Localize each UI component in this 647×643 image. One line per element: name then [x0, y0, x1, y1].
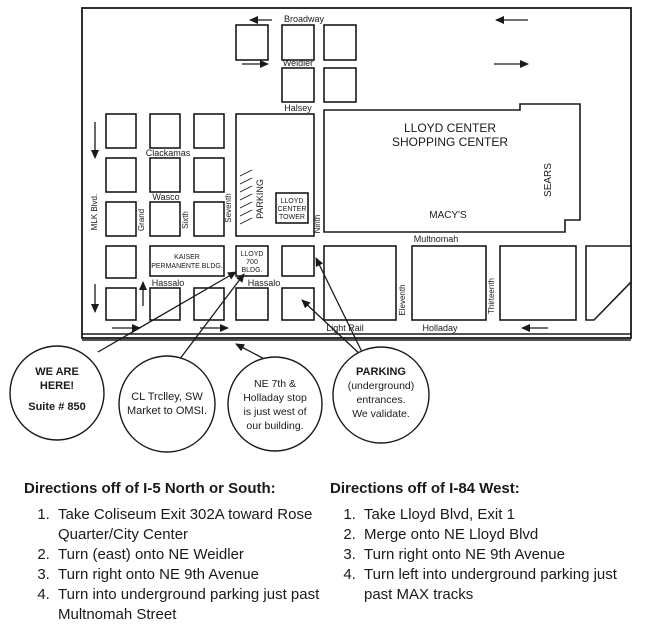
block	[281, 245, 315, 277]
lloyd-district-map: LLOYD CENTER SHOPPING CENTER SEARS MACY'…	[9, 7, 632, 453]
kaiser-permanente-bldg	[149, 245, 225, 277]
block	[193, 287, 225, 321]
block	[411, 245, 487, 321]
callout-parking: PARKING (underground) entrances. We vali…	[332, 346, 430, 444]
list-item: Turn right onto NE 9th Avenue	[54, 565, 334, 585]
lloyd-center-label-line2: SHOPPING CENTER	[392, 135, 508, 149]
directions-i84-title: Directions off of I-84 West:	[330, 480, 520, 497]
lloyd-center-tower	[275, 192, 309, 224]
list-item: Merge onto NE Lloyd Blvd	[360, 525, 640, 545]
street-halsey: Halsey	[284, 103, 312, 113]
macys-label: MACY'S	[429, 210, 467, 221]
block	[149, 201, 181, 237]
street-multnomah: Multnomah	[414, 234, 459, 244]
we-are-here-line1: WE ARE	[35, 366, 79, 378]
street-hassalo-east: Hassalo	[248, 278, 281, 288]
parking-callout-line2: (underground)	[348, 380, 415, 392]
block	[323, 24, 357, 61]
callout-pointers	[97, 257, 363, 373]
directions-i5: Directions off of I-5 North or South: Ta…	[24, 480, 334, 625]
block	[105, 201, 137, 237]
block	[323, 67, 357, 103]
one-way-arrows	[91, 16, 548, 332]
max-line1: NE 7th &	[254, 378, 296, 390]
list-item: Take Coliseum Exit 302A toward Rose Quar…	[54, 505, 334, 545]
directions-i5-steps: Take Coliseum Exit 302A toward Rose Quar…	[24, 505, 334, 625]
block	[281, 24, 315, 61]
directions-i5-title: Directions off of I-5 North or South:	[24, 480, 276, 497]
block	[281, 287, 315, 321]
street-ninth: Ninth	[313, 215, 322, 234]
block	[281, 67, 315, 103]
max-line2: Holladay stop	[243, 392, 307, 404]
lloyd700-label-line3: BLDG.	[241, 267, 262, 274]
tower-label-line2: CENTER	[278, 206, 307, 213]
street-grand: Grand	[137, 209, 146, 231]
block	[149, 113, 181, 149]
parking-callout-line4: We validate.	[352, 408, 410, 420]
max-line3: is just west of	[243, 406, 306, 418]
parking-label: PARKING	[255, 179, 265, 219]
tower-label-line3: TOWER	[279, 214, 305, 221]
trolley-line2: Market to OMSI.	[127, 405, 207, 417]
list-item: Turn right onto NE 9th Avenue	[360, 545, 640, 565]
block	[105, 287, 137, 321]
we-are-here-line2: HERE!	[40, 380, 74, 392]
block	[323, 245, 397, 321]
block	[105, 157, 137, 193]
lloyd-700-bldg	[235, 245, 269, 277]
street-light-rail: Light Rail	[326, 323, 364, 333]
street-wasco: Wasco	[152, 192, 179, 202]
kaiser-label-line1: KAISER	[174, 254, 200, 261]
street-seventh: Seventh	[224, 193, 233, 222]
street-thirteenth: Thirteenth	[487, 278, 496, 314]
parking-callout-line1: PARKING	[356, 366, 406, 378]
street-weidler: Weidler	[283, 58, 313, 68]
block	[149, 157, 181, 193]
block	[585, 245, 632, 321]
parking-hatch	[239, 169, 253, 225]
street-holladay: Holladay	[422, 323, 458, 333]
callout-max-stop: NE 7th & Holladay stop is just west of o…	[227, 356, 323, 452]
lloyd-center-shopping-center	[323, 103, 581, 233]
lloyd700-label-line2: 700	[246, 259, 258, 266]
list-item: Turn (east) onto NE Weidler	[54, 545, 334, 565]
block	[105, 113, 137, 149]
list-item: Turn left into underground parking just …	[360, 565, 640, 605]
block	[235, 24, 269, 61]
street-broadway: Broadway	[284, 14, 325, 24]
lloyd-center-label-line1: LLOYD CENTER	[404, 121, 496, 135]
block	[149, 287, 181, 321]
lloyd700-label-line1: LLOYD	[241, 251, 264, 258]
suite-number: Suite # 850	[28, 401, 85, 413]
block	[193, 113, 225, 149]
block	[499, 245, 577, 321]
block	[105, 245, 137, 279]
street-clackamas: Clackamas	[146, 148, 191, 158]
street-eleventh: Eleventh	[398, 284, 407, 315]
street-hassalo-west: Hassalo	[152, 278, 185, 288]
tower-label-line1: LLOYD	[281, 198, 304, 205]
list-item: Take Lloyd Blvd, Exit 1	[360, 505, 640, 525]
list-item: Turn into underground parking just past …	[54, 585, 334, 625]
trolley-line1: CL Trclley, SW	[131, 391, 203, 403]
parking-callout-line3: entrances.	[356, 394, 405, 406]
sears-label: SEARS	[543, 163, 554, 197]
street-mlk: MLK Blvd.	[90, 194, 99, 230]
callout-we-are-here: WE ARE HERE! Suite # 850	[9, 345, 105, 441]
directions-i84: Directions off of I-84 West: Take Lloyd …	[330, 480, 640, 605]
block	[193, 157, 225, 193]
street-sixth: Sixth	[181, 211, 190, 229]
kaiser-label-line2: PERMANENTE BLDG.	[151, 263, 223, 270]
callout-trolley: CL Trclley, SW Market to OMSI.	[118, 355, 216, 453]
max-line4: our building.	[246, 420, 303, 432]
directions-i84-steps: Take Lloyd Blvd, Exit 1 Merge onto NE Ll…	[330, 505, 640, 605]
block	[193, 201, 225, 237]
block	[235, 287, 269, 321]
